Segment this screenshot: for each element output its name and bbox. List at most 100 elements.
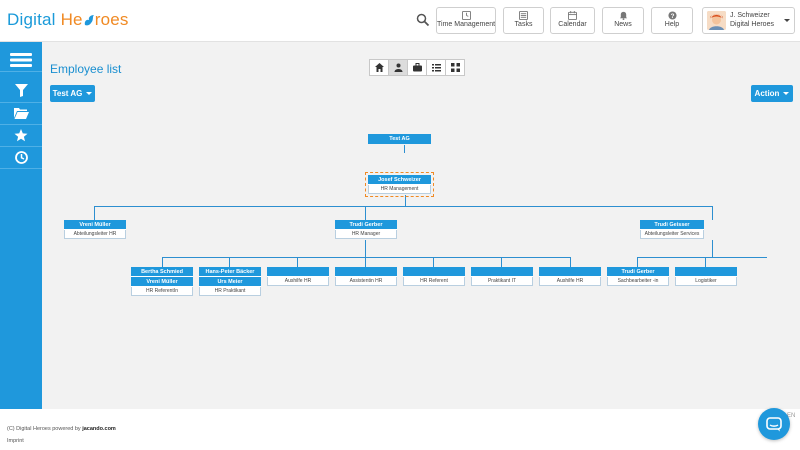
user-company: Digital Heroes [730,21,774,28]
action-dropdown[interactable]: Action [751,85,793,102]
powered-by-link[interactable]: jacando.com [82,426,116,432]
node-title: Test AG [368,134,431,144]
tasks-icon [519,11,528,20]
avatar-icon [707,11,726,30]
org-node[interactable]: Trudi Geisser Abteilungsleiter Services [640,220,704,239]
help-button[interactable]: ? Help [651,7,693,34]
home-icon [374,63,384,72]
main-content: Employee list Test AG Action [42,42,800,409]
node-role: Abteilungsleiter HR [64,230,126,239]
clock-icon [461,11,471,20]
page-title: Employee list [50,62,122,76]
org-node[interactable]: HR Referent [403,267,465,286]
language-switch[interactable]: EN [787,413,796,419]
list-icon [431,64,441,72]
calendar-button[interactable]: Calendar [550,7,595,34]
company-dropdown[interactable]: Test AG [50,85,95,102]
filter-button[interactable] [0,80,42,100]
company-dropdown-label: Test AG [52,89,83,98]
org-node[interactable]: Vreni Müller Abteilungsleiter HR [64,220,126,239]
help-icon: ? [667,11,677,20]
node-name: Trudi Geisser [640,220,704,230]
avatar [707,11,726,30]
action-dropdown-label: Action [754,89,780,98]
node-name [471,267,533,277]
org-root-node[interactable]: Test AG [368,134,431,144]
sidebar [0,42,42,409]
flame-icon [84,15,94,26]
org-node[interactable]: Trudi Gerber Sachbearbeiter -in [607,267,669,286]
view-list-button[interactable] [426,59,446,76]
calendar-icon [568,11,577,20]
org-node[interactable]: Hans-Peter Bäcker Urs Meier HR Praktikan… [199,267,261,296]
imprint-link[interactable]: Imprint [7,438,24,444]
node-role: HR ReferentIn [131,287,193,296]
button-label: Calendar [558,21,587,28]
node-name: Trudi Gerber [607,267,669,277]
copyright: (C) Digital Heroes powered by jacando.co… [7,426,116,432]
chevron-down-icon [783,92,790,95]
svg-text:?: ? [670,13,674,20]
chat-icon [766,416,782,431]
favorites-button[interactable] [0,125,42,145]
node-role: HR Praktikant [199,287,261,296]
tasks-button[interactable]: Tasks [503,7,544,34]
node-name [267,267,329,277]
menu-icon [10,52,32,67]
org-chart: Test AG Josef Schweizer HR Management Vr… [42,42,800,409]
node-role: Aushilfe HR [539,277,601,286]
node-role: Praktikant IT [471,277,533,286]
org-node[interactable]: Bertha Schmied Vreni Müller HR ReferentI… [131,267,193,296]
node-name [539,267,601,277]
node-role: Sachbearbeiter -in [607,277,669,286]
node-name: Urs Meier [199,277,261,287]
button-label: Tasks [514,21,533,28]
org-node[interactable]: Aushilfe HR [267,267,329,286]
node-name [675,267,737,277]
node-role: Abteilungsleiter Services [640,230,704,239]
view-home-button[interactable] [369,59,389,76]
node-name [403,267,465,277]
org-node[interactable]: Aushilfe HR [539,267,601,286]
folder-button[interactable] [0,103,42,123]
time-management-button[interactable]: Time Management [436,7,496,34]
briefcase-icon [412,63,422,72]
org-node[interactable]: Logistiker [675,267,737,286]
view-switcher [369,59,465,76]
button-label: Time Management [437,21,496,28]
node-role: Logistiker [675,277,737,286]
footer: (C) Digital Heroes powered by jacando.co… [0,409,800,450]
search-icon[interactable] [416,13,430,27]
node-name: Vreni Müller [131,277,193,287]
view-hierarchy-button[interactable] [445,59,465,76]
view-briefcase-button[interactable] [407,59,427,76]
folder-icon [13,108,29,119]
chevron-down-icon [784,19,790,22]
star-icon [14,128,28,141]
node-name: Vreni Müller [64,220,126,230]
org-node[interactable]: Assistentin HR [335,267,397,286]
button-label: Help [664,21,680,28]
node-role: HR Management [368,185,431,194]
org-node[interactable]: Trudi Gerber HR Manager [335,220,397,239]
menu-button[interactable] [0,48,42,72]
chat-button[interactable] [758,408,790,440]
org-node[interactable]: Praktikant IT [471,267,533,286]
node-name: Hans-Peter Bäcker [199,267,261,277]
user-menu[interactable]: J. Schweizer Digital Heroes [702,7,795,34]
news-button[interactable]: News [602,7,644,34]
chevron-down-icon [86,92,93,95]
node-role: HR Manager [335,230,397,239]
filter-icon [14,83,28,97]
org-node-top[interactable]: Josef Schweizer HR Management [365,172,434,197]
user-name: J. Schweizer [730,12,770,19]
node-role: HR Referent [403,277,465,286]
history-button[interactable] [0,147,42,167]
node-name: Trudi Gerber [335,220,397,230]
hierarchy-icon [450,63,460,72]
node-role: Assistentin HR [335,277,397,286]
node-role: Aushilfe HR [267,277,329,286]
